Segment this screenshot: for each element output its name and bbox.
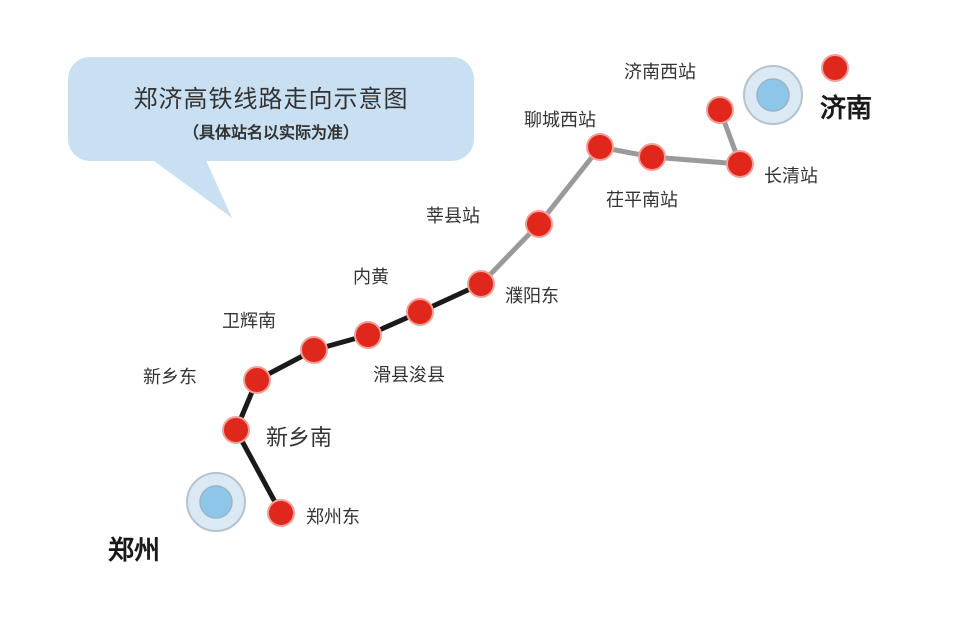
- station-label-puyang-east: 濮阳东: [505, 286, 559, 307]
- title-callout: 郑济高铁线路走向示意图 （具体站名以实际为准）: [68, 57, 474, 161]
- station-dot-xinxiang-east[interactable]: [243, 366, 271, 394]
- station-dot-neihuang[interactable]: [406, 298, 434, 326]
- station-dot-huaxian-xunxian[interactable]: [354, 321, 382, 349]
- city-label-zhengzhou: 郑州: [108, 536, 161, 566]
- station-dot-chiping-south[interactable]: [638, 143, 666, 171]
- station-label-huaxian-xunxian: 滑县浚县: [373, 365, 445, 386]
- station-label-xinxiang-east: 新乡东: [143, 367, 197, 388]
- extra-station-dot: [821, 54, 849, 82]
- station-label-chiping-south: 茌平南站: [606, 190, 678, 211]
- city-marker-zhengzhou: [186, 472, 246, 532]
- station-dot-xinxiang-south[interactable]: [222, 416, 250, 444]
- city-marker-jinan: [743, 65, 803, 125]
- station-dot-puyang-east[interactable]: [467, 270, 495, 298]
- station-dot-changqing[interactable]: [726, 150, 754, 178]
- city-label-jinan: 济南: [820, 94, 873, 124]
- station-dot-zhengzhou-east[interactable]: [267, 499, 295, 527]
- station-label-zhengzhou-east: 郑州东: [306, 507, 360, 528]
- station-label-liaocheng-west: 聊城西站: [524, 110, 596, 131]
- callout-tail: [150, 158, 232, 218]
- map-subtitle: （具体站名以实际为准）: [182, 123, 359, 142]
- station-dot-jinan-west[interactable]: [706, 96, 734, 124]
- station-dot-shenxian[interactable]: [525, 210, 553, 238]
- station-label-shenxian: 莘县站: [426, 206, 480, 227]
- station-label-xinxiang-south: 新乡南: [266, 426, 333, 451]
- station-label-weihui-south: 卫辉南: [222, 311, 276, 332]
- map-title: 郑济高铁线路走向示意图: [133, 85, 409, 113]
- station-label-changqing: 长清站: [764, 166, 818, 187]
- station-label-jinan-west: 济南西站: [624, 62, 696, 83]
- station-dot-liaocheng-west[interactable]: [586, 133, 614, 161]
- station-label-neihuang: 内黄: [353, 267, 389, 288]
- station-dot-weihui-south[interactable]: [300, 336, 328, 364]
